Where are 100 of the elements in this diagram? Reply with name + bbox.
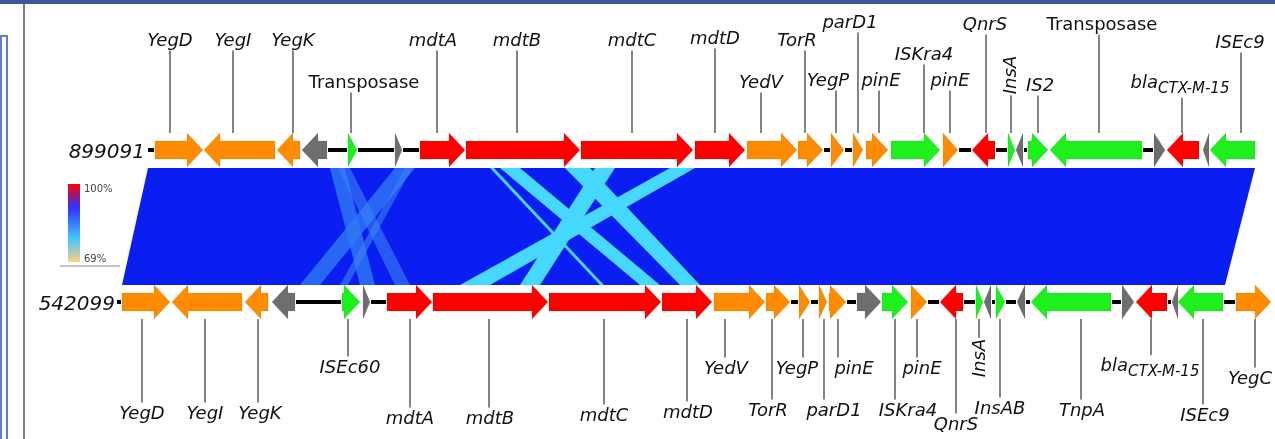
gene-feature (363, 285, 370, 319)
gene-feature (831, 133, 844, 167)
gene-feature (466, 133, 580, 167)
gene-feature (1236, 285, 1271, 319)
gene-feature (1008, 133, 1015, 167)
gene-feature (984, 285, 991, 319)
gene-label: TorR (777, 30, 817, 50)
gene-label: Transposase (1046, 14, 1158, 34)
gene-label: InsA (969, 338, 989, 378)
gene-feature (204, 133, 275, 167)
gene-feature (581, 133, 693, 167)
gene-label: pinE (834, 358, 874, 378)
gene-feature (996, 285, 1005, 319)
scale-label: 100% (84, 184, 113, 194)
gene-label: YegP (775, 358, 819, 378)
leader-line (141, 318, 143, 404)
gene-feature (1178, 285, 1223, 319)
gene-feature (387, 285, 432, 319)
gene-label: mdtD (663, 402, 713, 422)
leader-line (1080, 318, 1082, 401)
gene-label: bla$_{CTX-M-15}$ (1130, 73, 1230, 97)
leader-line (714, 47, 716, 134)
gene-label: mdtD (690, 28, 740, 48)
gene-label: mdtA (385, 408, 435, 428)
gene-label: pinE (861, 70, 901, 90)
gene-feature (1028, 133, 1048, 167)
gene-feature (940, 285, 963, 319)
gene-feature (1167, 133, 1199, 167)
leader-line (350, 91, 352, 134)
leader-line (631, 49, 633, 134)
leader-line (292, 49, 294, 134)
gene-label: YegK (238, 403, 282, 423)
leader-line (985, 33, 987, 134)
gene-feature (972, 133, 995, 167)
gene-feature (433, 285, 548, 319)
leader-line (232, 49, 234, 134)
gene-label: YegI (214, 30, 252, 50)
gene-feature (976, 285, 983, 319)
gene-feature (1050, 133, 1142, 167)
gene-label: mdtB (492, 30, 542, 50)
leader-line (999, 318, 1001, 399)
gene-label: YegD (147, 30, 193, 50)
gene-feature (277, 133, 300, 167)
gene-feature (1017, 285, 1025, 319)
leader-line (257, 318, 259, 404)
gene-label: parD1 (822, 12, 878, 32)
leader-line (1181, 97, 1183, 134)
leader-line (802, 318, 804, 359)
gene-feature (272, 285, 295, 319)
leader-line (916, 318, 918, 359)
gene-feature (1136, 285, 1167, 319)
gene-feature (799, 285, 810, 319)
gene-feature (766, 285, 790, 319)
gene-feature (342, 285, 360, 319)
leader-line (204, 318, 206, 404)
leader-line (823, 318, 825, 401)
gene-label: YegK (271, 30, 315, 50)
gene-feature (245, 285, 268, 319)
leader-line (686, 318, 688, 403)
gene-feature (302, 133, 327, 167)
leader-line (804, 49, 806, 134)
leader-line (760, 91, 762, 134)
gene-label: IS2 (1025, 75, 1055, 95)
leader-line (409, 318, 411, 409)
gene-feature (829, 285, 846, 319)
gene-feature (911, 285, 927, 319)
leader-line (835, 89, 837, 134)
gene-label: YedV (704, 358, 748, 378)
gene-feature (882, 285, 908, 319)
gene-label: pinE (930, 70, 970, 90)
gene-feature (420, 133, 465, 167)
gene-label: mdtC (579, 405, 629, 425)
gene-label: Transposase (308, 72, 420, 92)
gene-feature (1031, 285, 1111, 319)
leader-line (1254, 318, 1256, 369)
gene-feature (662, 285, 712, 319)
gene-label: YegD (119, 403, 165, 423)
gene-feature (695, 133, 745, 167)
gene-feature (395, 133, 402, 167)
gene-feature (853, 133, 863, 167)
gene-label: TnpA (1058, 400, 1106, 420)
sequence-label: 899091 (68, 141, 145, 161)
scale-label: 69% (84, 254, 107, 264)
gene-label: YegC (1227, 368, 1273, 388)
gene-label: ISEc9 (1215, 32, 1265, 52)
leader-line (436, 49, 438, 134)
gene-feature (857, 285, 881, 319)
gene-label: pinE (902, 358, 942, 378)
leader-line (169, 49, 171, 134)
gene-label: ISEc60 (319, 357, 381, 377)
gene-label: YegI (186, 403, 224, 423)
leader-line (837, 318, 839, 359)
leader-line (923, 63, 925, 134)
leader-line (978, 318, 980, 339)
leader-line (1202, 318, 1204, 406)
leader-line (1010, 94, 1012, 134)
gene-feature (943, 133, 958, 167)
leader-line (347, 318, 349, 358)
leader-line (955, 318, 957, 415)
gene-feature (798, 133, 823, 167)
